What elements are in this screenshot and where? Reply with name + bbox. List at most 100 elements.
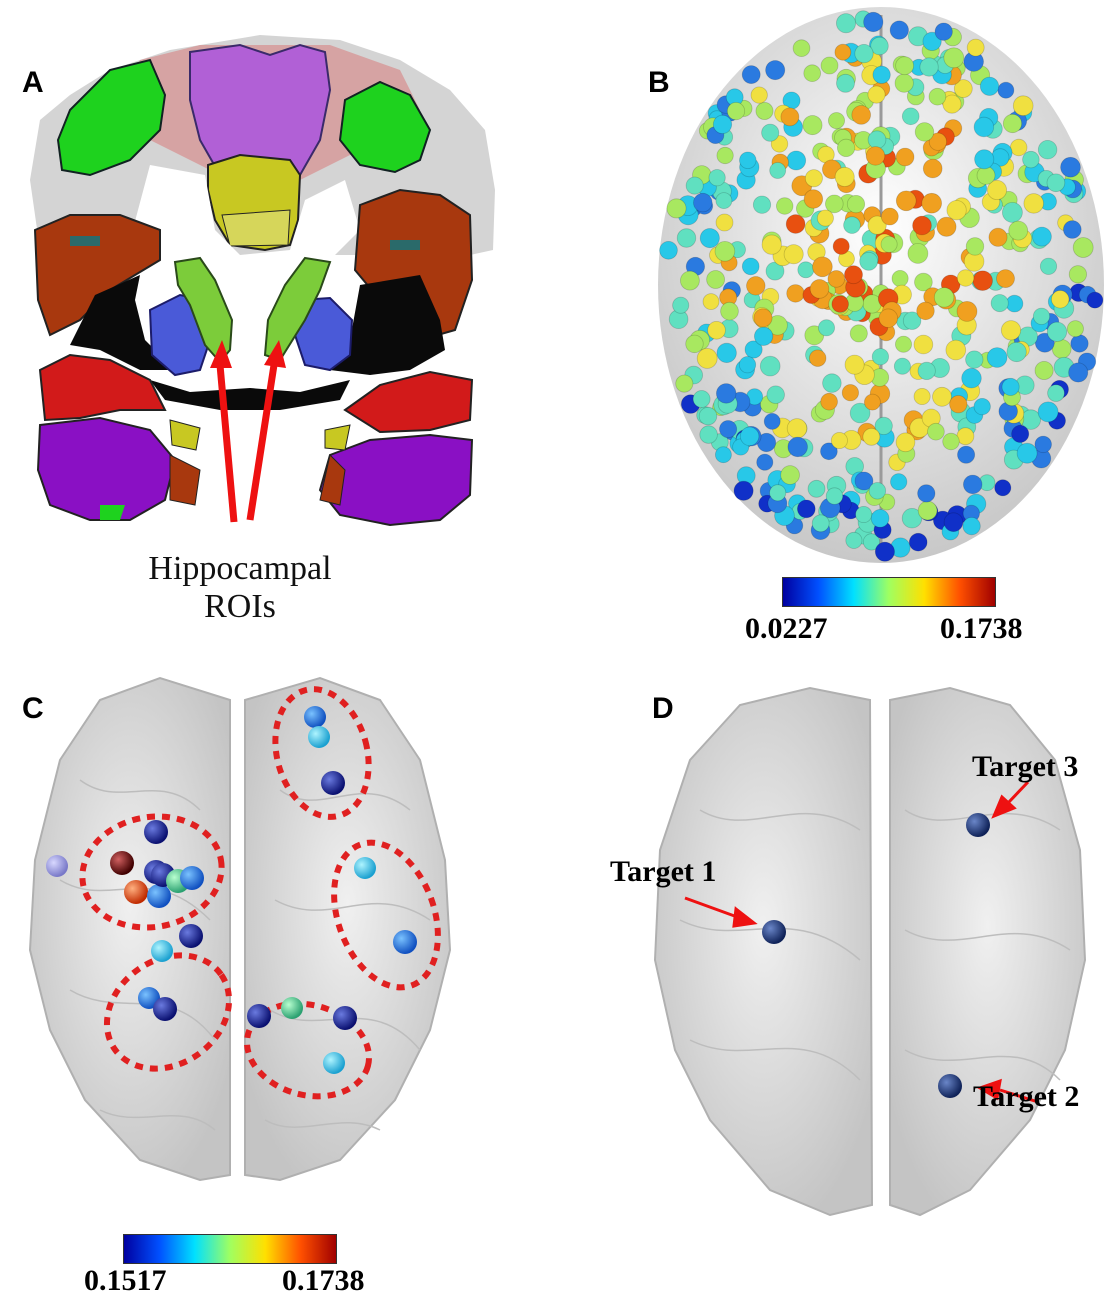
target-1-node — [762, 920, 786, 944]
brain-node — [1066, 320, 1084, 338]
brain-node — [835, 13, 856, 34]
brain-node — [715, 213, 734, 232]
panel-b: 0.0227 0.1738 — [650, 0, 1118, 660]
brain-node — [901, 508, 923, 529]
target-2-label: Target 2 — [973, 1080, 1080, 1113]
glass-brain-d — [653, 686, 1087, 1217]
brain-node — [804, 169, 823, 188]
brain-node — [676, 228, 697, 248]
brain-node — [739, 426, 760, 447]
brain-node — [893, 357, 911, 375]
brain-node — [1002, 113, 1023, 134]
brain-node — [894, 73, 914, 93]
brain-node — [785, 214, 806, 234]
cluster-nodes — [46, 706, 417, 1074]
brain-node — [803, 64, 822, 82]
hippocampal-rois-label: Hippocampal ROIs — [140, 550, 340, 626]
brain-node — [738, 356, 757, 374]
brain-node — [966, 38, 985, 57]
brain-node — [786, 284, 805, 303]
brain-node — [849, 402, 871, 424]
brain-node — [942, 432, 960, 451]
brain-node — [919, 57, 939, 77]
brain-node — [693, 192, 713, 213]
brain-node — [816, 209, 834, 227]
brain-node — [943, 47, 965, 69]
brain-node — [942, 94, 962, 114]
brain-node — [962, 516, 981, 536]
annotation-line1: Hippocampal — [148, 550, 332, 587]
brain-node — [792, 39, 811, 58]
brain-node — [1031, 226, 1052, 247]
brain-node — [880, 207, 899, 226]
brain-node — [1068, 265, 1087, 284]
brain-node — [867, 215, 887, 235]
brain-node — [891, 269, 909, 287]
brain-node — [1046, 321, 1068, 342]
brain-node — [895, 147, 915, 167]
brain-node — [766, 385, 785, 404]
brain-node — [1039, 257, 1058, 275]
brain-node — [666, 198, 687, 219]
brain-node — [949, 395, 968, 414]
brain-node — [708, 169, 726, 187]
brain-node — [974, 149, 995, 170]
brain-node — [1068, 362, 1089, 383]
brain-node — [863, 11, 884, 33]
brain-node — [765, 60, 786, 81]
brain-node — [1022, 150, 1040, 169]
brain-node — [787, 436, 808, 458]
brain-node — [890, 473, 908, 491]
brain-node — [769, 162, 787, 179]
brain-node — [1037, 139, 1058, 160]
brain-node — [685, 334, 704, 354]
brain-node-render — [658, 7, 1104, 563]
brain-node — [862, 533, 881, 551]
brain-node — [917, 500, 938, 521]
brain-node — [759, 355, 781, 377]
brain-node — [836, 73, 855, 93]
brain-node — [871, 348, 889, 366]
brain-node — [874, 416, 893, 435]
brain-node — [908, 532, 928, 552]
annotation-line2: ROIs — [204, 588, 276, 625]
brain-node — [1001, 201, 1023, 223]
brain-node — [696, 347, 718, 369]
brain-node — [895, 56, 915, 76]
brain-node — [854, 471, 874, 491]
brain-node — [659, 241, 678, 260]
brain-node — [761, 123, 780, 142]
brain-node — [808, 349, 827, 367]
colorbar-b-min: 0.0227 — [745, 612, 828, 645]
panel-d: Target 1 Target 2 Target 3 — [560, 660, 1118, 1300]
brain-node — [811, 514, 830, 533]
brain-node — [786, 418, 808, 439]
brain-node — [1008, 220, 1029, 241]
brain-node — [913, 334, 934, 355]
brain-node — [1047, 384, 1065, 402]
brain-node — [822, 373, 842, 393]
brain-node — [844, 354, 865, 375]
brain-node — [902, 311, 922, 330]
brain-node — [820, 56, 839, 75]
brain-node — [849, 324, 868, 343]
brain-node — [706, 270, 725, 289]
brain-node — [797, 499, 816, 519]
brain-node — [827, 112, 845, 130]
brain-node — [957, 445, 976, 464]
brain-node — [775, 197, 794, 215]
brain-node — [720, 301, 739, 321]
brain-node — [843, 216, 861, 234]
brain-node — [825, 194, 844, 214]
brain-node — [914, 272, 933, 292]
brain-node — [827, 270, 846, 288]
panel-a-label: A — [22, 66, 44, 99]
brain-node — [859, 251, 879, 271]
target-3-label: Target 3 — [972, 750, 1079, 783]
target-2-node — [938, 1074, 962, 1098]
brain-node — [851, 105, 872, 125]
brain-node — [1010, 138, 1028, 157]
brain-node — [707, 320, 726, 340]
brain-node — [988, 227, 1008, 247]
brain-node — [907, 242, 929, 264]
